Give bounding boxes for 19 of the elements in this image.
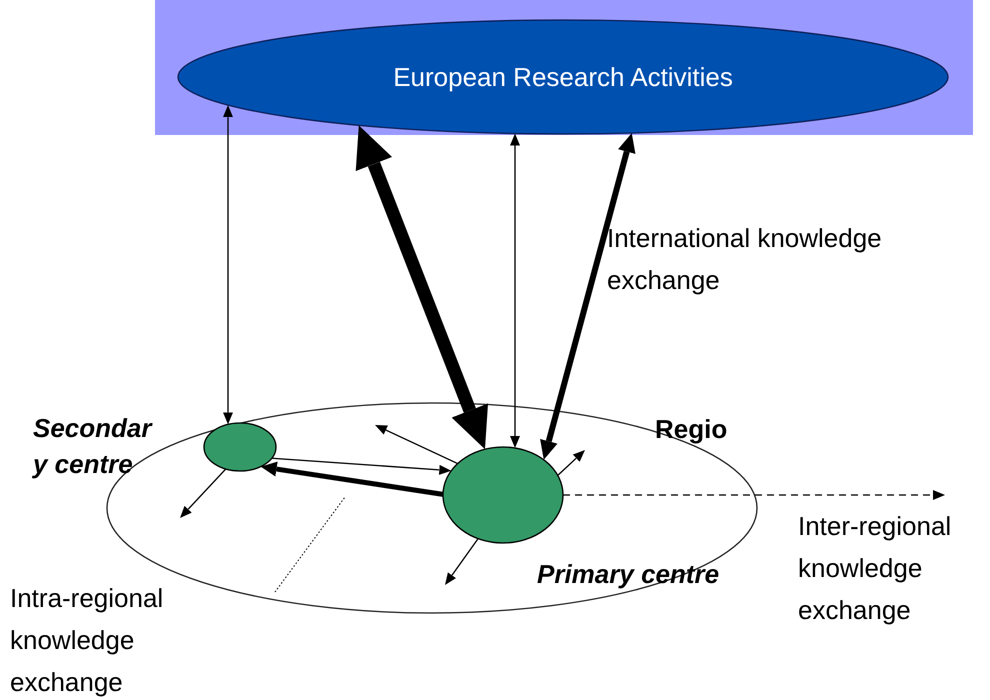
arrow — [272, 458, 452, 475]
annotation-text: International knowledge exchange — [607, 222, 883, 297]
arrow — [375, 425, 458, 464]
arrow — [540, 133, 636, 460]
arrow — [557, 450, 585, 476]
secondary-centre-ellipse — [204, 423, 276, 471]
research-ellipse: European Research Activities — [178, 20, 948, 134]
node-caption: Regio — [655, 413, 728, 446]
annotation-text: Intra-regional knowledge exchange — [10, 582, 164, 699]
arrow — [563, 490, 945, 500]
node-caption: Secondar y centre — [33, 412, 154, 481]
arrow — [510, 134, 520, 448]
arrow — [180, 468, 226, 518]
annotation-text: Inter-regional knowledge exchange — [798, 510, 952, 627]
primary-centre-ellipse — [443, 447, 563, 543]
arrow — [260, 462, 444, 497]
arrow — [445, 538, 479, 585]
arrow — [356, 125, 488, 450]
arrow — [223, 105, 233, 424]
